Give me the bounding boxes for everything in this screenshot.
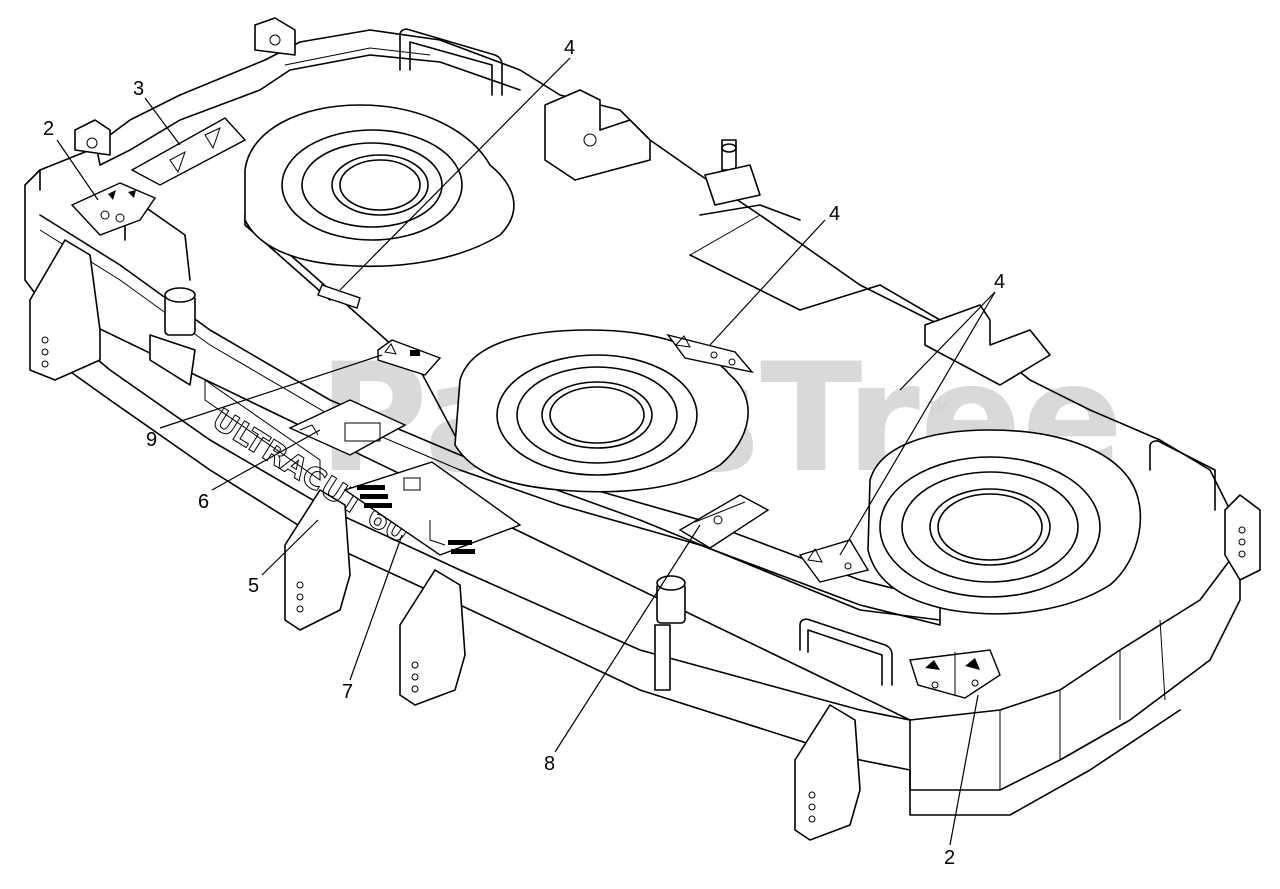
brackets [29, 17, 1261, 841]
callout-4-center: 4 [829, 203, 840, 225]
decal-2-left [70, 182, 157, 236]
callout-labels: 3 2 4 4 4 9 6 5 7 8 2 [43, 37, 1005, 869]
decals [70, 117, 1001, 699]
callout-8: 8 [544, 753, 555, 775]
decal-8 [678, 494, 770, 549]
decal-6 [288, 399, 407, 456]
callout-4-top: 4 [564, 37, 575, 59]
decal-4-right [798, 539, 870, 583]
callout-6: 6 [198, 491, 209, 513]
callout-7: 7 [342, 681, 353, 703]
leader-lines [56, 57, 996, 846]
watermark-trademark: TM [927, 400, 949, 416]
callout-4-right: 4 [994, 271, 1005, 293]
callout-2-left: 2 [43, 118, 54, 140]
spindle-right [867, 429, 1142, 615]
idler-posts [149, 139, 761, 691]
spindle-center [454, 329, 749, 493]
decal-3 [130, 117, 247, 186]
callout-2-right: 2 [944, 847, 955, 869]
callout-9: 9 [146, 429, 157, 451]
spindle-left [244, 104, 515, 268]
callout-5: 5 [248, 575, 259, 597]
decal-4-channel [317, 284, 361, 309]
decal-7 [343, 461, 522, 556]
callout-3: 3 [133, 78, 144, 100]
